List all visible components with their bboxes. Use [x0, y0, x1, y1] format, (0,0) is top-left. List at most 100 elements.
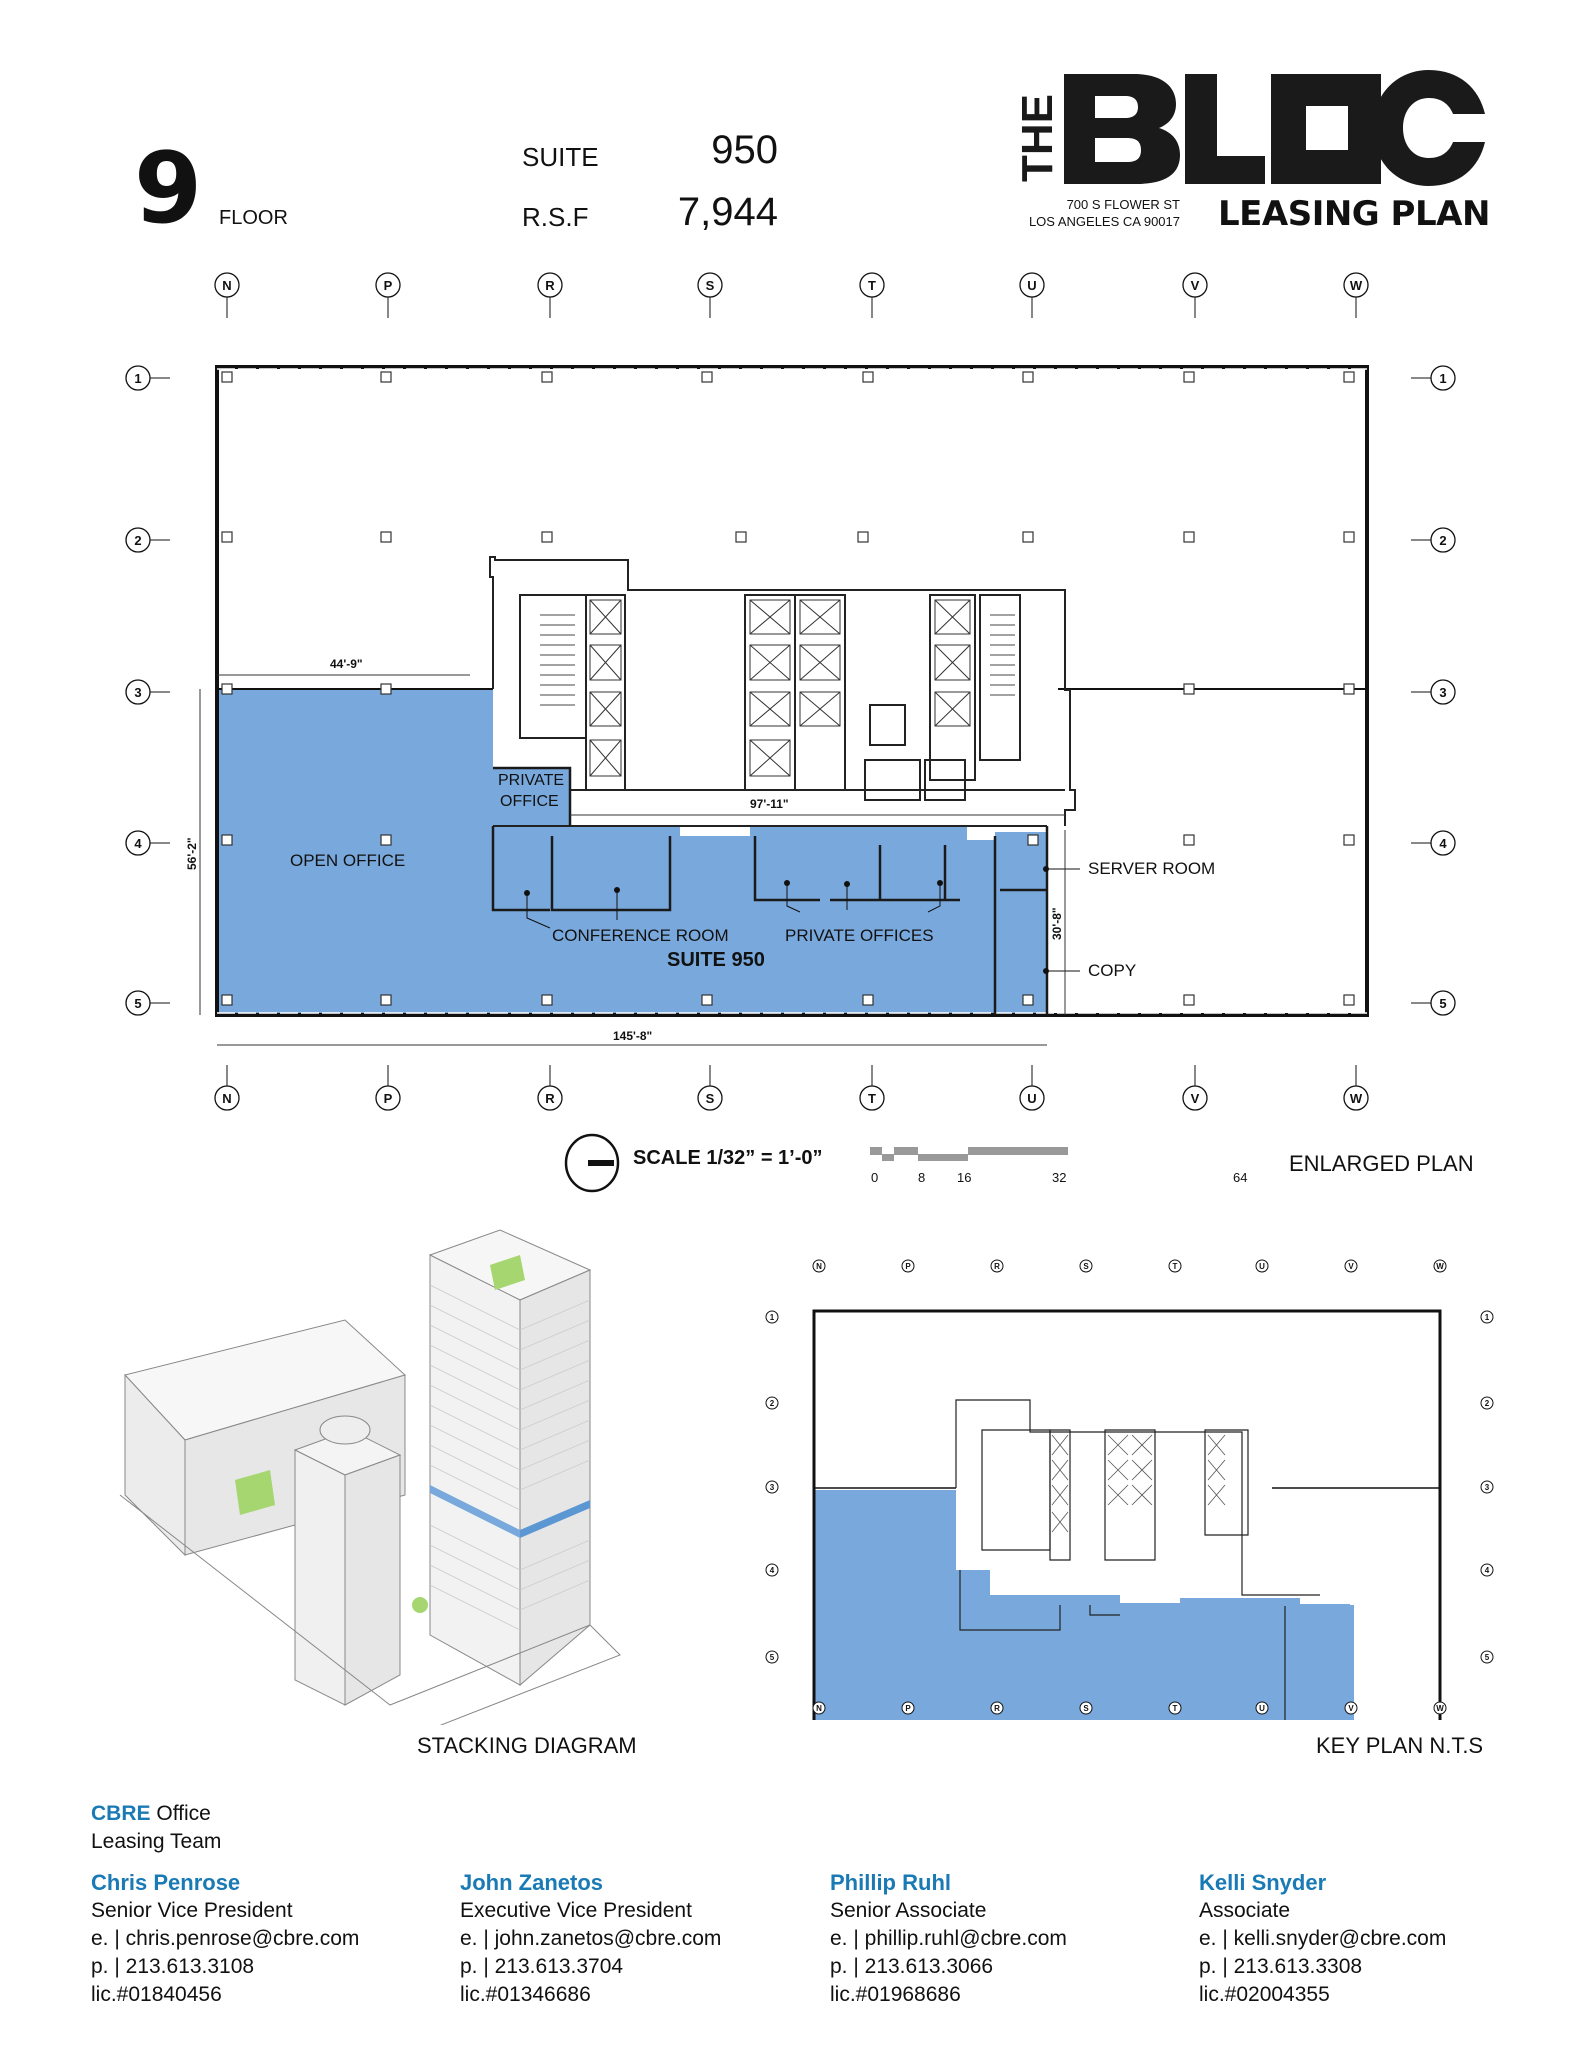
svg-text:4: 4 [770, 1566, 775, 1575]
contact-phone[interactable]: p. | 213.613.3308 [1199, 1955, 1363, 1978]
contact-phone[interactable]: p. | 213.613.3704 [460, 1955, 624, 1978]
server-room-label: SERVER ROOM [1088, 859, 1215, 878]
svg-text:U: U [1027, 1091, 1036, 1106]
room-labels: PRIVATE OFFICE OPEN OFFICE CONFERENCE RO… [290, 772, 1215, 980]
svg-text:U: U [1259, 1262, 1265, 1271]
stacking-diagram [119, 1229, 621, 1725]
svg-text:U: U [1259, 1704, 1265, 1713]
floor-number: 9 [134, 132, 202, 246]
curtain-wall-mullions [217, 368, 1367, 1014]
suite-950-area [217, 689, 1047, 1015]
leasing-plan-title: LEASING PLAN [1218, 194, 1490, 234]
key-plan-caption: KEY PLAN N.T.S [1316, 1733, 1484, 1758]
svg-text:5: 5 [134, 996, 141, 1011]
svg-text:R: R [994, 1704, 1000, 1713]
svg-text:3: 3 [1439, 685, 1446, 700]
svg-text:S: S [1083, 1704, 1089, 1713]
svg-text:P: P [905, 1704, 911, 1713]
svg-text:4: 4 [1485, 1566, 1490, 1575]
svg-text:3: 3 [134, 685, 141, 700]
private-office-label-1: PRIVATE [498, 772, 564, 789]
contact-name: Chris Penrose [91, 1870, 241, 1895]
dim-30-8: 30'-8" [1050, 907, 1064, 940]
svg-text:2: 2 [1485, 1399, 1490, 1408]
svg-text:5: 5 [770, 1653, 775, 1662]
contact-card: Phillip Ruhl Senior Associate e. | phill… [830, 1869, 1067, 2009]
building-core [489, 556, 1076, 827]
svg-text:T: T [868, 1091, 876, 1106]
stairs [540, 614, 1015, 706]
stacking-diagram-caption: STACKING DIAGRAM [417, 1733, 637, 1758]
contact-email[interactable]: e. | chris.penrose@cbre.com [91, 1927, 360, 1950]
svg-text:N: N [816, 1262, 822, 1271]
contact-email[interactable]: e. | john.zanetos@cbre.com [460, 1927, 722, 1950]
svg-text:4: 4 [1439, 836, 1447, 851]
contact-email[interactable]: e. | kelli.snyder@cbre.com [1199, 1927, 1447, 1950]
svg-text:V: V [1348, 1262, 1354, 1271]
contact-name: Phillip Ruhl [830, 1870, 951, 1895]
contact-license: lic.#01840456 [91, 1983, 222, 2006]
enlarged-floor-plan: 44'-9" 97'-11" 145'-8" 56'-2" 30'-8" PRI… [125, 272, 1456, 1111]
dimension-lines [199, 674, 1066, 1046]
svg-text:P: P [384, 278, 393, 293]
suite-label: SUITE 950 [667, 949, 765, 971]
contact-phone[interactable]: p. | 213.613.3108 [91, 1955, 255, 1978]
svg-text:U: U [1027, 278, 1036, 293]
svg-text:N: N [816, 1704, 822, 1713]
svg-text:W: W [1350, 278, 1363, 293]
svg-text:3: 3 [1485, 1483, 1490, 1492]
copy-label: COPY [1088, 961, 1136, 980]
scale-label: SCALE 1/32” = 1’-0” [633, 1147, 823, 1169]
the-bloc-logo: THE [1015, 70, 1485, 186]
svg-text:T: T [1173, 1262, 1178, 1271]
enlarged-plan-caption: ENLARGED PLAN [1289, 1151, 1474, 1176]
outer-wall [215, 365, 1369, 1017]
grid-bottom [214, 1085, 1369, 1111]
svg-text:P: P [905, 1262, 911, 1271]
svg-text:V: V [1348, 1704, 1354, 1713]
svg-text:P: P [384, 1091, 393, 1106]
cbre-brand: CBRE [91, 1802, 151, 1825]
bloc-wordmark [1064, 70, 1485, 186]
team-heading: CBRE Office Leasing Team [91, 1802, 222, 1853]
contact-title: Associate [1199, 1899, 1291, 1922]
svg-text:5: 5 [1485, 1653, 1490, 1662]
contact-email[interactable]: e. | phillip.ruhl@cbre.com [830, 1927, 1067, 1950]
svg-text:R: R [545, 278, 555, 293]
address: 700 S FLOWER ST LOS ANGELES CA 90017 [1028, 197, 1180, 229]
svg-text:W: W [1436, 1262, 1444, 1271]
suite-interior-walls [491, 766, 1049, 1015]
svg-text:V: V [1191, 278, 1200, 293]
conference-room-label: CONFERENCE ROOM [552, 926, 729, 945]
svg-text:2: 2 [1439, 533, 1446, 548]
svg-text:R: R [545, 1091, 555, 1106]
contact-phone[interactable]: p. | 213.613.3066 [830, 1955, 994, 1978]
contact-license: lic.#01346686 [460, 1983, 591, 2006]
north-arrow-icon [564, 1133, 620, 1193]
svg-text:3: 3 [770, 1483, 775, 1492]
scale-bar [870, 1147, 1068, 1161]
svg-text:W: W [1350, 1091, 1363, 1106]
svg-text:S: S [706, 278, 715, 293]
open-office-label: OPEN OFFICE [290, 851, 405, 870]
highlighted-floor-right [520, 1500, 590, 1538]
svg-text:2: 2 [134, 533, 141, 548]
contact-card: John Zanetos Executive Vice President e.… [460, 1869, 721, 2009]
svg-text:2: 2 [770, 1399, 775, 1408]
contact-name: Kelli Snyder [1199, 1870, 1327, 1895]
svg-text:1: 1 [1485, 1313, 1490, 1322]
contact-card: Chris Penrose Senior Vice President e. |… [91, 1869, 359, 2009]
svg-text:R: R [994, 1262, 1000, 1271]
contact-card: Kelli Snyder Associate e. | kelli.snyder… [1199, 1869, 1446, 2009]
svg-text:T: T [868, 278, 876, 293]
svg-text:S: S [706, 1091, 715, 1106]
scale-tick-16: 16 [957, 1170, 972, 1185]
grid-bubbles [125, 272, 1456, 1111]
svg-text:W: W [1436, 1704, 1444, 1713]
svg-text:4: 4 [134, 836, 142, 851]
contact-license: lic.#01968686 [830, 1983, 961, 2006]
rsf-label: R.S.F [522, 202, 589, 232]
highlighted-floor-left [430, 1485, 520, 1538]
